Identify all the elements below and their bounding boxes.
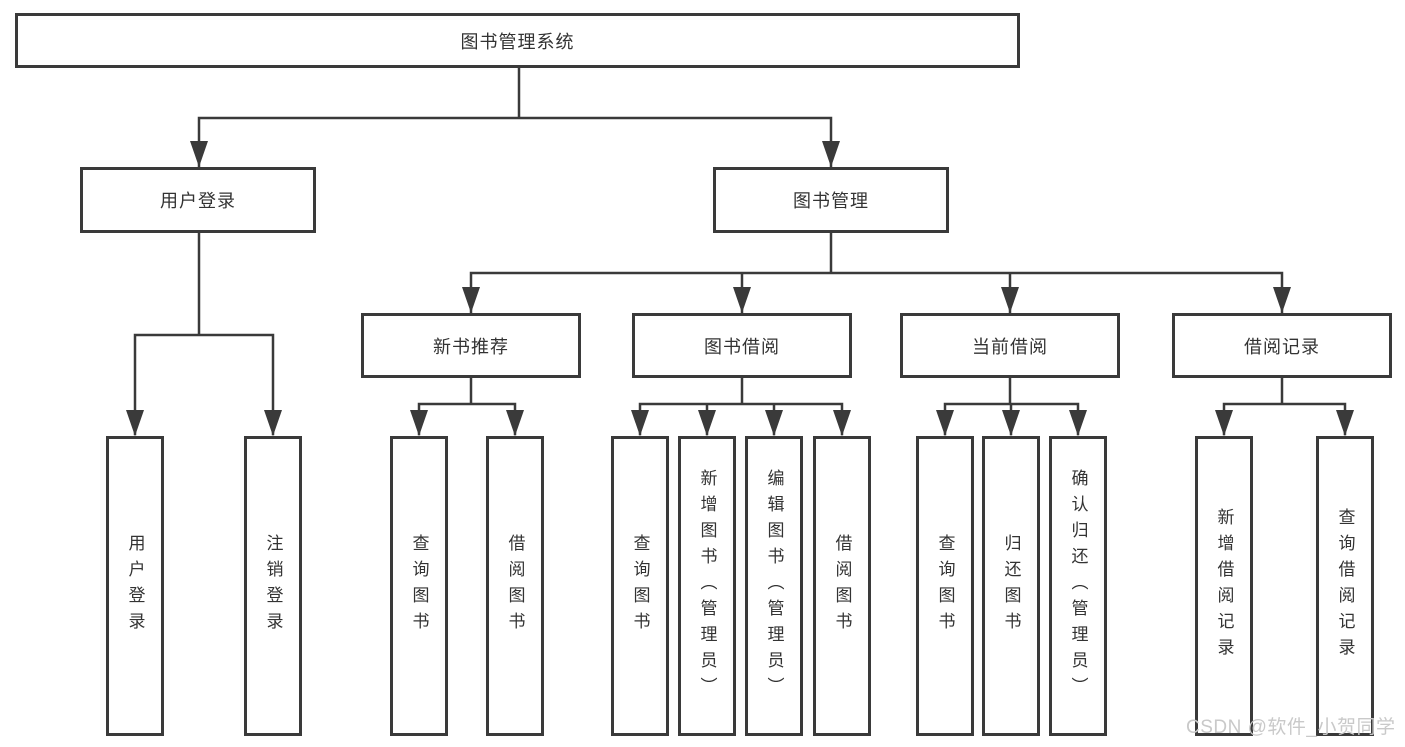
- leaf-label: 查询图书: [935, 534, 955, 638]
- leaf-add-borrow-record: 新增借阅记录: [1195, 436, 1253, 736]
- leaf-label: 新增借阅记录: [1214, 508, 1234, 664]
- leaf-query-book-1: 查询图书: [390, 436, 448, 736]
- leaf-borrow-book-1: 借阅图书: [486, 436, 544, 736]
- leaf-label: 确认归还（管理员）: [1068, 469, 1088, 703]
- leaf-return-book: 归还图书: [982, 436, 1040, 736]
- leaf-label: 注销登录: [263, 534, 283, 638]
- node-library-system: 图书管理系统: [15, 13, 1020, 68]
- node-label: 借阅记录: [1244, 336, 1320, 357]
- node-current-borrow: 当前借阅: [900, 313, 1120, 378]
- leaf-label: 查询借阅记录: [1335, 508, 1355, 664]
- leaf-edit-book-admin: 编辑图书（管理员）: [745, 436, 803, 736]
- leaf-borrow-book-2: 借阅图书: [813, 436, 871, 736]
- leaf-label: 借阅图书: [505, 534, 525, 638]
- csdn-watermark: CSDN @软件_小贺同学: [1186, 717, 1396, 738]
- node-label: 图书管理系统: [460, 31, 575, 52]
- leaf-label: 新增图书（管理员）: [697, 469, 717, 703]
- leaf-confirm-return-admin: 确认归还（管理员）: [1049, 436, 1107, 736]
- node-new-book-recommend: 新书推荐: [361, 313, 581, 378]
- node-label: 用户登录: [160, 191, 236, 211]
- leaf-label: 用户登录: [125, 534, 145, 638]
- node-book-borrow: 图书借阅: [632, 313, 852, 378]
- leaf-user-login: 用户登录: [106, 436, 164, 736]
- leaf-label: 编辑图书（管理员）: [764, 469, 784, 703]
- node-label: 新书推荐: [433, 336, 509, 357]
- leaf-label: 借阅图书: [832, 534, 852, 638]
- leaf-label: 查询图书: [409, 534, 429, 638]
- node-book-management: 图书管理: [713, 167, 949, 233]
- leaf-add-book-admin: 新增图书（管理员）: [678, 436, 736, 736]
- node-label: 图书借阅: [704, 336, 780, 357]
- leaf-logout: 注销登录: [244, 436, 302, 736]
- leaf-query-book-3: 查询图书: [916, 436, 974, 736]
- node-user-login: 用户登录: [80, 167, 316, 233]
- leaf-label: 查询图书: [630, 534, 650, 638]
- leaf-query-book-2: 查询图书: [611, 436, 669, 736]
- node-label: 图书管理: [793, 191, 869, 211]
- node-label: 当前借阅: [972, 336, 1048, 357]
- node-borrow-records: 借阅记录: [1172, 313, 1392, 378]
- leaf-label: 归还图书: [1001, 534, 1021, 638]
- leaf-query-borrow-record: 查询借阅记录: [1316, 436, 1374, 736]
